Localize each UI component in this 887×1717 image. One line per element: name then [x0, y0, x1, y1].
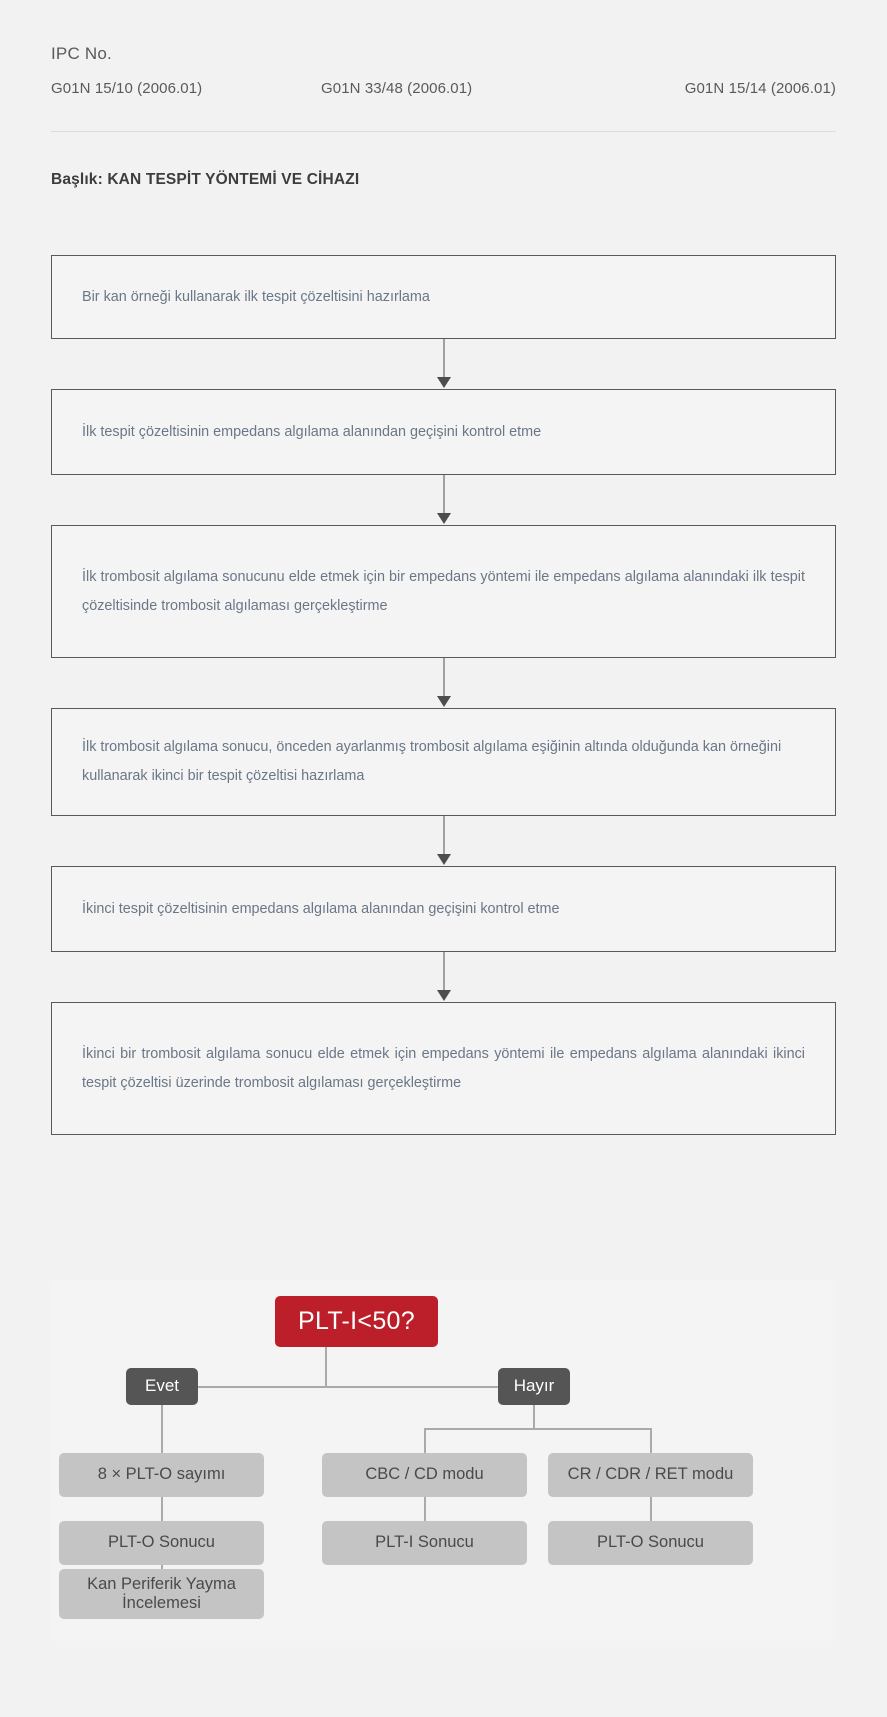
branch-node-yes-label: Evet [144, 1376, 180, 1396]
ipc-label: IPC No. [51, 44, 112, 63]
result-node-plto-result-yes[interactable]: PLT-O Sonucu [59, 1521, 264, 1565]
decision-tree: PLT-I<50? Evet Hayır 8 × PLT-O sayımı PL… [51, 1281, 836, 1641]
flow-step-5-text: İkinci tespit çözeltisinin empedans algı… [82, 900, 560, 917]
arrow-down-icon [436, 696, 451, 707]
connector-line [443, 475, 444, 516]
process-flowchart: Bir kan örneği kullanarak ilk tespit çöz… [51, 255, 836, 1135]
ipc-code-1: G01N 15/10 (2006.01) [51, 80, 203, 97]
result-node-cbc-cd-mode-label: CBC / CD modu [365, 1465, 484, 1484]
result-node-plto-result-no[interactable]: PLT-O Sonucu [548, 1521, 753, 1565]
edge-count-to-result-yes [161, 1497, 163, 1521]
connector-line [443, 658, 444, 699]
connector-line [443, 816, 444, 857]
result-node-cr-cdr-ret-mode[interactable]: CR / CDR / RET modu [548, 1453, 753, 1497]
ipc-code-row: G01N 15/10 (2006.01) G01N 33/48 (2006.01… [51, 80, 836, 97]
page-title: Başlık: KAN TESPİT YÖNTEMİ VE CİHAZI [51, 171, 360, 188]
decision-node-label: PLT-I<50? [298, 1306, 415, 1335]
ipc-code-2: G01N 33/48 (2006.01) [321, 80, 473, 97]
decision-node-plt-threshold[interactable]: PLT-I<50? [275, 1296, 438, 1347]
arrow-down-icon [436, 990, 451, 1001]
result-node-plto-count[interactable]: 8 × PLT-O sayımı [59, 1453, 264, 1497]
result-node-blood-smear[interactable]: Kan Periferik Yayma İncelemesi [59, 1569, 264, 1619]
result-node-plto-result-no-label: PLT-O Sonucu [596, 1533, 704, 1552]
flow-step-3-text: İlk trombosit algılama sonucunu elde etm… [82, 568, 805, 614]
result-node-plti-result[interactable]: PLT-I Sonucu [322, 1521, 527, 1565]
flow-connector-4 [51, 816, 836, 866]
connector-line [443, 952, 444, 993]
arrow-down-icon [436, 377, 451, 388]
edge-no-to-cbc [424, 1428, 426, 1453]
edge-no-to-crcdr [650, 1428, 652, 1453]
ipc-code-3: G01N 15/14 (2006.01) [684, 80, 836, 97]
connector-line [443, 339, 444, 380]
flow-step-4: İlk trombosit algılama sonucu, önceden a… [51, 708, 836, 816]
flow-step-5: İkinci tespit çözeltisinin empedans algı… [51, 866, 836, 952]
branch-node-no-label: Hayır [513, 1376, 555, 1396]
result-node-plto-result-yes-label: PLT-O Sonucu [107, 1533, 215, 1552]
arrow-down-icon [436, 854, 451, 865]
result-node-blood-smear-label: Kan Periferik Yayma İncelemesi [87, 1574, 236, 1612]
arrow-down-icon [436, 513, 451, 524]
flow-step-6: İkinci bir trombosit algılama sonucu eld… [51, 1002, 836, 1135]
edge-yes-to-plto-count [161, 1405, 163, 1453]
flow-step-1: Bir kan örneği kullanarak ilk tespit çöz… [51, 255, 836, 339]
flow-step-2-text: İlk tespit çözeltisinin empedans algılam… [82, 423, 542, 440]
result-node-plti-result-label: PLT-I Sonucu [375, 1533, 474, 1552]
result-node-plto-count-label: 8 × PLT-O sayımı [97, 1465, 226, 1484]
branch-node-yes[interactable]: Evet [126, 1368, 198, 1405]
flow-connector-2 [51, 475, 836, 525]
edge-decision-to-branchbar [325, 1345, 327, 1387]
edge-branch-bar [161, 1386, 534, 1388]
flow-step-1-text: Bir kan örneği kullanarak ilk tespit çöz… [82, 288, 430, 305]
edge-crcdr-to-plto [650, 1497, 652, 1521]
edge-no-down [533, 1405, 535, 1429]
header-divider [51, 131, 836, 132]
ipc-header: IPC No. G01N 15/10 (2006.01) G01N 33/48 … [51, 44, 836, 97]
flow-connector-1 [51, 339, 836, 389]
flow-step-2: İlk tespit çözeltisinin empedans algılam… [51, 389, 836, 475]
flow-step-4-text: İlk trombosit algılama sonucu, önceden a… [82, 739, 782, 784]
edge-cbc-to-plti [424, 1497, 426, 1521]
edge-no-split-bar [424, 1428, 651, 1430]
result-node-cbc-cd-mode[interactable]: CBC / CD modu [322, 1453, 527, 1497]
flow-step-3: İlk trombosit algılama sonucunu elde etm… [51, 525, 836, 658]
branch-node-no[interactable]: Hayır [498, 1368, 570, 1405]
flow-connector-5 [51, 952, 836, 1002]
flow-step-6-text: İkinci bir trombosit algılama sonucu eld… [82, 1045, 805, 1091]
flow-connector-3 [51, 658, 836, 708]
result-node-cr-cdr-ret-mode-label: CR / CDR / RET modu [567, 1465, 734, 1484]
